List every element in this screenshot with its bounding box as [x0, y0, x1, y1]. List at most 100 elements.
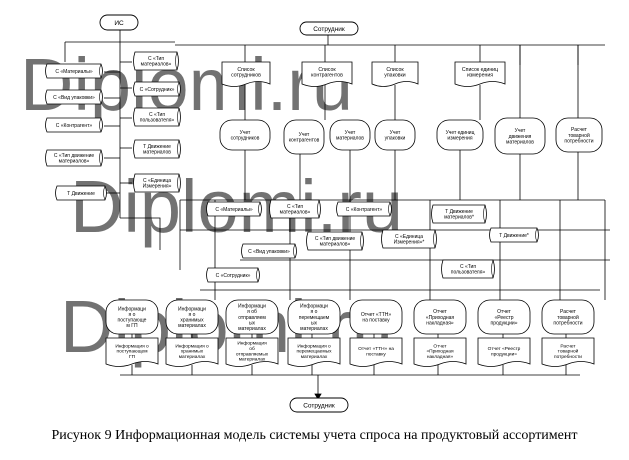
table-label: С «Контрагент»: [56, 123, 93, 129]
process-shape: [329, 119, 371, 151]
process-shape: [283, 119, 325, 155]
b-pack-table: С «Вид упаковки»: [241, 243, 297, 259]
b-mat-table: С «Материалы»: [206, 201, 262, 217]
process-shape: [225, 299, 279, 335]
terminal-label: Сотрудник: [303, 402, 335, 409]
document-shape: [413, 337, 467, 367]
table-label: С «Контрагент»: [346, 207, 383, 213]
figure-caption: Рисунок 9 Информационная модель системы …: [51, 428, 578, 443]
table-edge: [388, 201, 391, 217]
staff-bottom-terminal: Сотрудник: [289, 397, 349, 413]
document-shape: [165, 337, 219, 367]
terminal-label: ИС: [114, 20, 124, 27]
table-edge: [258, 201, 261, 217]
terminal-label: Сотрудник: [313, 26, 345, 33]
list-shape: [221, 61, 271, 87]
document-shape: [541, 337, 595, 367]
table-edge: [293, 243, 296, 259]
table-edge: [99, 89, 102, 105]
t-move-table: Т Движение: [55, 185, 107, 201]
process-shape: [436, 119, 484, 151]
table-label: С «Сотрудник»: [216, 273, 251, 279]
table-label: С «Сотрудник»: [140, 87, 175, 93]
table-edge: [491, 259, 494, 279]
table-edge: [433, 229, 436, 249]
document-shape: [287, 337, 341, 367]
table-edge: [99, 63, 102, 79]
table-edge: [175, 51, 178, 71]
table-edge: [99, 117, 102, 133]
table-edge: [177, 107, 180, 127]
process-shape: [477, 299, 531, 335]
list-shape: [454, 61, 506, 87]
table-edge: [99, 149, 102, 167]
table-edge: [177, 173, 180, 193]
watermark-text: Diplomi.ru: [20, 43, 353, 126]
document-shape: [225, 337, 279, 367]
terminal-shape: [289, 397, 349, 413]
process-shape: [105, 299, 159, 335]
process-shape: [219, 119, 271, 151]
terminal-shape: [99, 14, 139, 31]
b-move-table: Т Движение*: [489, 227, 539, 243]
t-mat-table: С «Материалы»: [45, 63, 103, 79]
table-edge: [103, 185, 106, 201]
list-shape: [301, 61, 353, 87]
process-shape: [494, 117, 546, 155]
process-shape: [541, 299, 595, 335]
table-edge: [360, 231, 363, 251]
table-edge: [317, 199, 320, 219]
is-terminal: ИС: [99, 14, 139, 31]
process-shape: [555, 117, 603, 153]
b-staff-table: С «Сотрудник»: [206, 267, 260, 283]
document-shape: [349, 337, 403, 367]
t-pack-table: С «Вид упаковки»: [45, 89, 103, 105]
process-shape: [374, 119, 416, 151]
